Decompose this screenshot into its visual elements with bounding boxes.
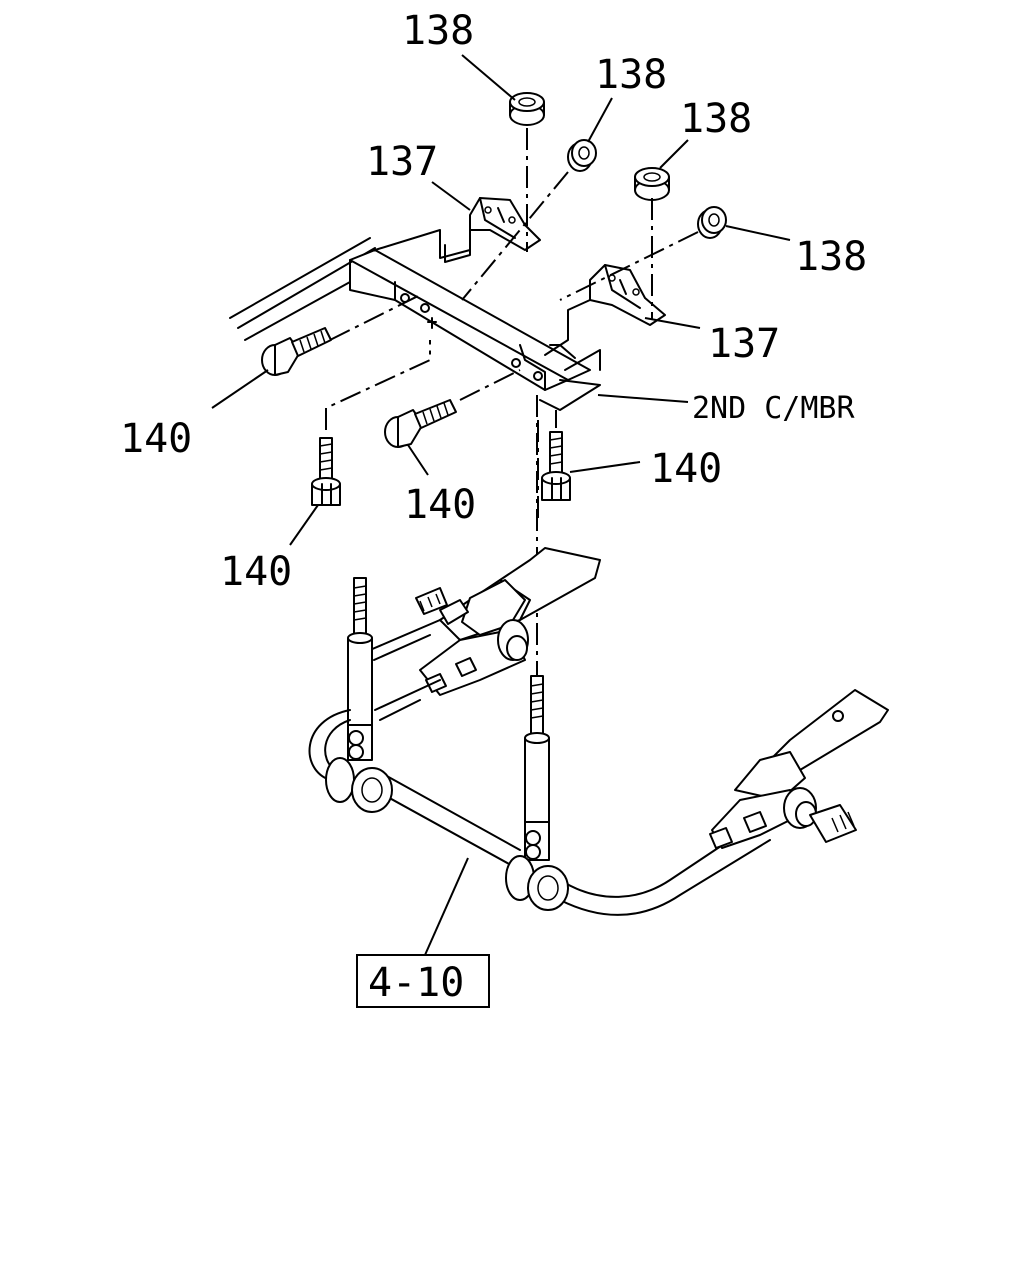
reference-box-label: 4-10 (368, 960, 464, 1006)
nut-138-c (634, 167, 670, 201)
bolt-140-a (261, 327, 332, 376)
callout-137-a: 137 (366, 139, 438, 185)
bracket-137-left (444, 197, 541, 263)
callout-138-a: 138 (402, 8, 474, 54)
left-frame-bracket (369, 547, 601, 721)
callout-137-b: 137 (708, 321, 780, 367)
callout-138-c: 138 (680, 96, 752, 142)
callout-140-b: 140 (404, 482, 476, 528)
bolt-140-d (541, 431, 571, 501)
stabilizer-bar (308, 709, 771, 916)
callout-138-d: 138 (795, 234, 867, 280)
second-crossmember (349, 229, 601, 411)
leader-lines (211, 54, 791, 956)
reference-box[interactable]: 4-10 (356, 954, 490, 1008)
bolt-140-c (311, 437, 341, 506)
right-frame-bracket (709, 689, 889, 849)
crossmember-label: 2ND C/MBR (692, 391, 855, 426)
stabilizer-link-left (347, 577, 373, 761)
callout-140-c: 140 (220, 549, 292, 595)
nut-138-d (697, 206, 727, 239)
nut-138-b (567, 139, 597, 172)
callout-138-b: 138 (595, 52, 667, 98)
callout-140-d: 140 (650, 446, 722, 492)
callout-labels: 138 138 138 138 137 137 140 140 140 140 … (120, 8, 867, 595)
bolt-140-b (384, 399, 457, 448)
bracket-137-right (544, 264, 666, 356)
callout-140-a: 140 (120, 416, 192, 462)
frame-rail (229, 237, 376, 341)
stabilizer-link-right (524, 675, 550, 861)
alignment-centerlines (325, 128, 699, 700)
nut-138-a (509, 92, 545, 126)
